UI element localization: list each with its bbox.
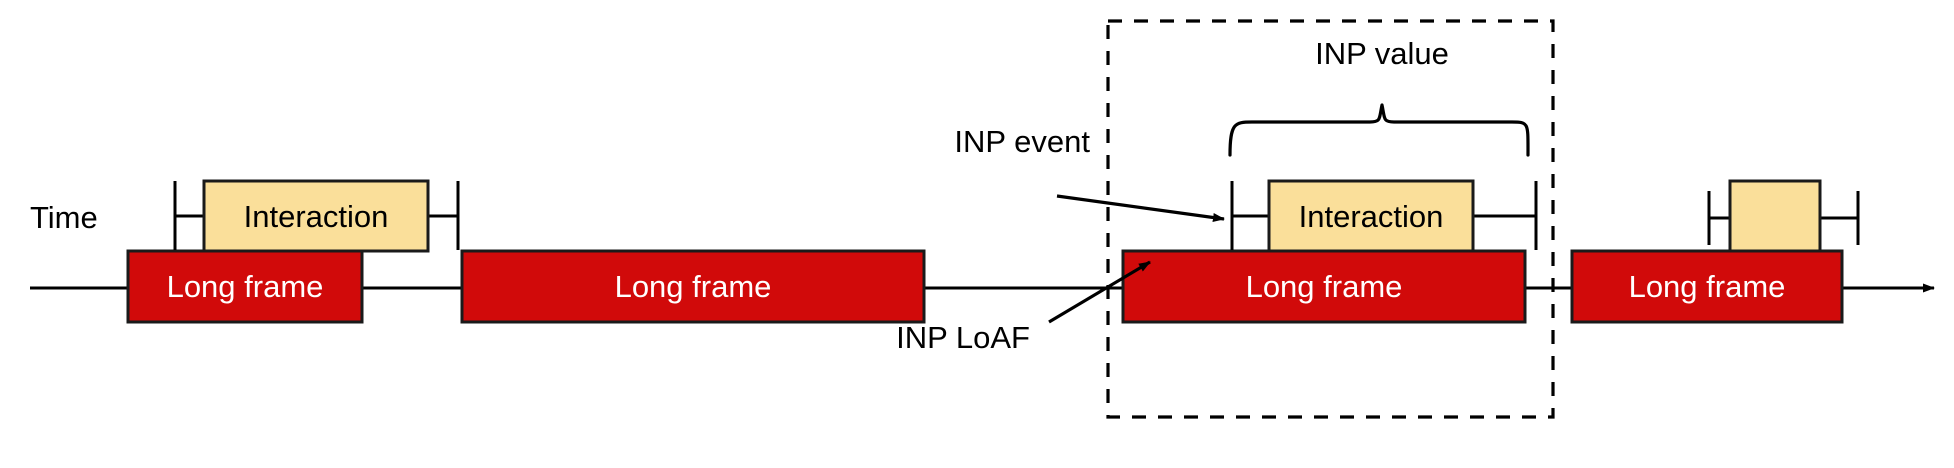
long-frame-rect	[1570, 249, 1844, 324]
interaction-label: Interaction	[1299, 199, 1444, 234]
inp-loaf-label: INP LoAF	[896, 320, 1030, 355]
inp-loaf-arrow	[1048, 260, 1151, 324]
long-frame-1: Long frame	[126, 249, 364, 324]
inp-dashed-region	[1106, 19, 1555, 419]
long-frame-label: Long frame	[167, 269, 324, 304]
inp-event-arrow	[1056, 194, 1225, 222]
long-frame-label: Long frame	[615, 269, 772, 304]
interaction-label: Interaction	[244, 199, 389, 234]
long-frame-4: Long frame	[1570, 249, 1844, 324]
long-frame-rect	[126, 249, 364, 324]
long-frame-label: Long frame	[1629, 269, 1786, 304]
long-frame-3: Long frame	[1121, 249, 1527, 324]
interaction-rect	[1728, 179, 1822, 253]
long-frame-2: Long frame	[460, 249, 926, 324]
interaction-rect	[1267, 179, 1475, 253]
interaction-rect	[202, 179, 430, 253]
interaction-2-group: Interaction	[1230, 179, 1538, 253]
long-frame-label: Long frame	[1246, 269, 1403, 304]
inp-event-label: INP event	[954, 124, 1090, 159]
interaction-3-group	[1707, 179, 1860, 253]
inp-value-label: INP value	[1315, 36, 1449, 71]
interaction-1-group: Interaction	[173, 179, 460, 253]
time-axis-label: Time	[30, 200, 98, 235]
inp-value-brace	[1228, 103, 1530, 157]
long-frame-rect	[460, 249, 926, 324]
